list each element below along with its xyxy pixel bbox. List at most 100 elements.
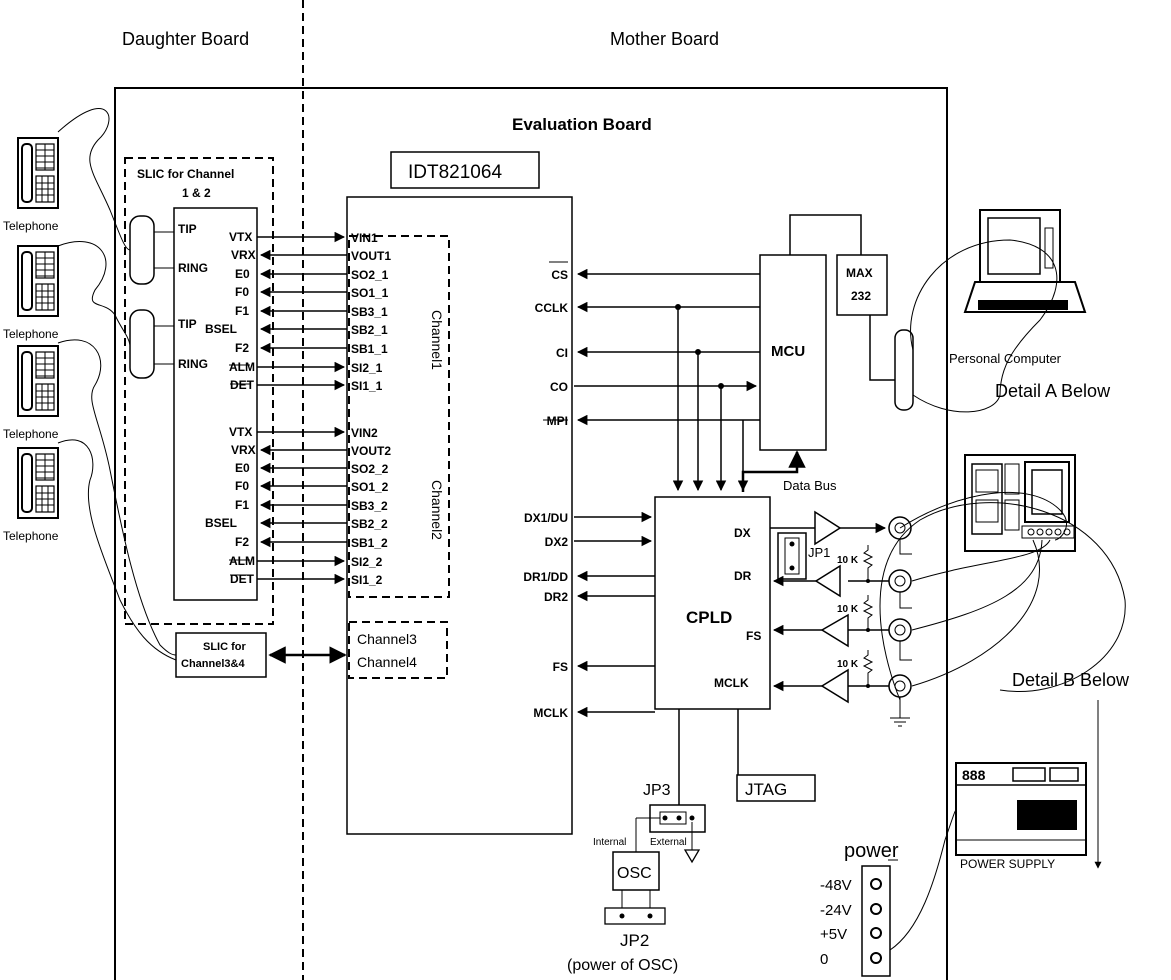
slic-pin: VRX: [231, 248, 256, 262]
telephone-label: Telephone: [3, 427, 59, 441]
resistor-label-1: 10 K: [837, 555, 859, 566]
resistor-label-2: 10 K: [837, 604, 859, 615]
idt-control-pin: MCLK: [533, 706, 568, 720]
jp1-label: JP1: [808, 545, 830, 560]
slic-pin-tip-2: TIP: [178, 317, 197, 331]
idt-channel-pin: SB1_1: [351, 342, 388, 356]
cpld-pin-dx: DX: [734, 526, 751, 540]
idt-channel-pin: SB1_2: [351, 536, 388, 550]
slic-connector-1: [129, 215, 155, 285]
idt-channel-pin: SB2_2: [351, 517, 388, 531]
channel2-label: Channel2: [429, 480, 445, 540]
slic-ch34-line1: SLIC for: [203, 641, 246, 653]
cpld-label: CPLD: [686, 608, 732, 627]
slic-pin: VRX: [231, 443, 256, 457]
telephone-icon: [17, 345, 59, 417]
channel1-label: Channel1: [429, 310, 445, 370]
slic-pin: BSEL: [205, 516, 237, 530]
jp1-jumper: [777, 532, 807, 580]
power-levels: -48V-24V+5V0: [820, 877, 882, 968]
power-pin: [870, 878, 882, 890]
detail-b-label: Detail B Below: [1012, 670, 1130, 690]
buffer-mclk: [820, 668, 849, 704]
idt-control-pin: CS: [551, 268, 568, 282]
power-level-label: -24V: [820, 902, 852, 919]
bnc-connector-dr: [888, 569, 912, 593]
buffer-dx: [814, 510, 842, 546]
idt-control-pin: MPI: [547, 414, 568, 428]
power-supply-icon: 888: [955, 762, 1087, 856]
slic-connector-2: [129, 309, 155, 379]
slic-right-pins: VTXVRXE0F0F1BSELF2ALMDETVTXVRXE0F0F1BSEL…: [205, 230, 256, 586]
external-clock-input-symbol: [683, 849, 701, 864]
evaluation-board-outline: [114, 87, 948, 980]
slic-ch12-dashed-box: [124, 157, 274, 625]
external-label: External: [650, 837, 687, 848]
idt-channel-pin: SO1_2: [351, 480, 389, 494]
cpld-pin-mclk: MCLK: [714, 676, 749, 690]
power-pin: [870, 952, 882, 964]
max232-line2: 232: [851, 289, 871, 303]
idt-control-pin: DX1/DU: [524, 511, 568, 525]
max232-line1: MAX: [846, 266, 873, 280]
slic-pin: F0: [235, 285, 249, 299]
idt-channel-pin: VOUT1: [351, 249, 391, 263]
slic-ch12-title-line2: 1 & 2: [182, 186, 211, 200]
mcu-label: MCU: [771, 343, 805, 360]
slic-pin: F0: [235, 479, 249, 493]
slic-pin: F1: [235, 304, 249, 318]
serial-port-connector: [894, 329, 914, 411]
idt-channel-pin: SO1_1: [351, 286, 389, 300]
idt-label-box: [390, 151, 540, 189]
channel3-4-dashed-box: [348, 621, 448, 679]
telephone-label: Telephone: [3, 219, 59, 233]
telephone-label: Telephone: [3, 529, 59, 543]
cpld-chip: [654, 496, 771, 710]
power-level-label: +5V: [820, 926, 847, 943]
idt-control-pin: DR2: [544, 590, 568, 604]
jp2-caption: (power of OSC): [567, 957, 678, 974]
personal-computer-label: Personal Computer: [949, 351, 1062, 366]
max232-chip: [836, 254, 888, 316]
idt-control-pin: CO: [550, 380, 568, 394]
idt-channel-pin: VIN1: [351, 231, 378, 245]
idt-label: IDT821064: [408, 162, 502, 183]
slic-pin: E0: [235, 267, 250, 281]
mcu-chip: [759, 254, 827, 451]
telephone-icon: [17, 137, 59, 209]
idt-channel-pin: VIN2: [351, 426, 378, 440]
idt-control-pin: FS: [553, 660, 568, 674]
internal-label: Internal: [593, 837, 626, 848]
slic-pin: DET: [230, 378, 255, 392]
idt-channel-pin: SB3_2: [351, 499, 388, 513]
idt-control-pin: CCLK: [535, 301, 569, 315]
jtag-label: JTAG: [745, 780, 787, 799]
idt-channel-pin: SO2_2: [351, 462, 389, 476]
slic-idt-wires: [257, 231, 347, 585]
buffer-dr: [814, 564, 841, 598]
idt-channel-pin: SI2_1: [351, 361, 383, 375]
jtag-connector: [736, 774, 816, 802]
buffer-fs: [820, 613, 849, 648]
detail-a-label: Detail A Below: [995, 381, 1111, 401]
telephone-icon: [17, 447, 59, 519]
mother-board-label: Mother Board: [610, 29, 719, 49]
cpld-pin-fs: FS: [746, 629, 761, 643]
idt-channel-pin: SO2_1: [351, 268, 389, 282]
jp2-jumper: [604, 907, 666, 925]
telephone-label: Telephone: [3, 327, 59, 341]
slic-pin-ring-1: RING: [178, 261, 208, 275]
channel3-label: Channel3: [357, 631, 417, 647]
idt-pins: VIN1VOUT1SO2_1SO1_1SB3_1SB2_1SB1_1SI2_1S…: [351, 231, 391, 587]
idt-control-pin: CI: [556, 346, 568, 360]
slic-pin: VTX: [229, 425, 252, 439]
slic-pin: DET: [230, 572, 255, 586]
channel1-2-dashed-box: [348, 235, 450, 598]
power-pin: [870, 927, 882, 939]
idt-control-pin: DX2: [545, 535, 569, 549]
idt821064-chip: [346, 196, 573, 835]
slic-pin: F1: [235, 498, 249, 512]
